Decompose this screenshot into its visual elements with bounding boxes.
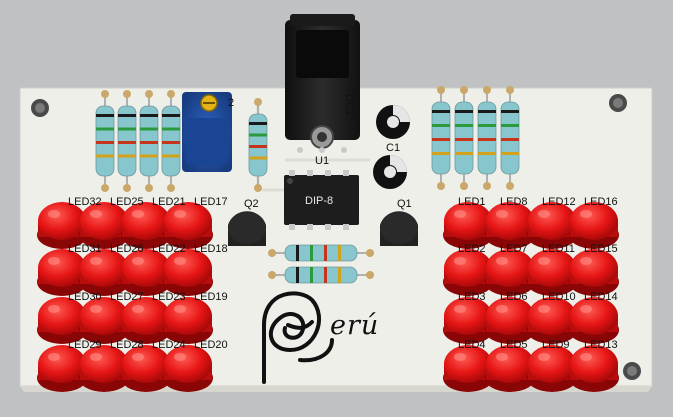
led-led28 <box>79 345 129 392</box>
resistor-left-4 <box>161 90 181 192</box>
led-label-led31: LED31 <box>68 243 102 255</box>
led-label-led17: LED17 <box>194 196 228 208</box>
led-led22 <box>121 249 171 296</box>
led-array <box>37 202 619 392</box>
led-label-led26: LED26 <box>110 243 144 255</box>
led-led7 <box>485 249 535 296</box>
regulator-label: U1 <box>315 155 330 167</box>
led-label-led29: LED29 <box>68 339 102 351</box>
led-led17 <box>163 202 213 249</box>
transistor-q2-icon <box>228 211 266 246</box>
capacitor-label: C1 <box>386 142 401 154</box>
led-led21 <box>121 202 171 249</box>
led-led19 <box>163 297 213 344</box>
led-label-led24: LED24 <box>152 339 186 351</box>
led-label-led32: LED32 <box>68 196 102 208</box>
led-led2 <box>443 249 493 296</box>
led-label-led4: LED4 <box>458 339 486 351</box>
led-label-led19: LED19 <box>194 291 228 303</box>
logo-text: erú <box>330 310 380 341</box>
dc-jack-icon <box>285 14 360 149</box>
led-label-led27: LED27 <box>110 291 144 303</box>
led-led6 <box>485 297 535 344</box>
led-led8 <box>485 202 535 249</box>
led-led9 <box>527 345 577 392</box>
resistor-left-1 <box>95 90 115 192</box>
led-label-led28: LED28 <box>110 339 144 351</box>
transistor-q1-icon <box>380 211 418 246</box>
led-label-led20: LED20 <box>194 339 228 351</box>
led-label-led7: LED7 <box>500 243 528 255</box>
led-label-led3: LED3 <box>458 291 486 303</box>
led-label-led2: LED2 <box>458 243 486 255</box>
resistor-right-3 <box>477 86 497 190</box>
resistor-right-1 <box>431 86 451 190</box>
led-led32 <box>37 202 87 249</box>
resistor-left-2 <box>117 90 137 192</box>
led-label-led6: LED6 <box>500 291 528 303</box>
led-led31 <box>37 249 87 296</box>
resistor-pot <box>248 98 268 192</box>
led-label-led10: LED10 <box>542 291 576 303</box>
led-led18 <box>163 249 213 296</box>
led-label-led30: LED30 <box>68 291 102 303</box>
resistor-group <box>95 86 520 284</box>
led-led12 <box>527 202 577 249</box>
led-led25 <box>79 202 129 249</box>
led-led23 <box>121 297 171 344</box>
led-label-led25: LED25 <box>110 196 144 208</box>
transistor-q1-label: Q1 <box>397 198 412 210</box>
led-led29 <box>37 345 87 392</box>
led-label-led15: LED15 <box>584 243 618 255</box>
led-led4 <box>443 345 493 392</box>
led-led15 <box>569 249 619 296</box>
led-led30 <box>37 297 87 344</box>
led-label-led18: LED18 <box>194 243 228 255</box>
led-led24 <box>121 345 171 392</box>
resistor-center-1 <box>268 244 374 262</box>
resistor-left-3 <box>139 90 159 192</box>
led-label-led13: LED13 <box>584 339 618 351</box>
dc-jack-label: DC1 <box>343 94 355 117</box>
potentiometer-icon <box>182 92 232 172</box>
transistor-q2-label: Q2 <box>244 198 259 210</box>
capacitor-icon <box>373 105 410 189</box>
led-label-led22: LED22 <box>152 243 186 255</box>
led-label-led14: LED14 <box>584 291 618 303</box>
led-led13 <box>569 345 619 392</box>
regulator-pads <box>297 147 347 153</box>
led-label-led1: LED1 <box>458 196 486 208</box>
led-label-led9: LED9 <box>542 339 570 351</box>
resistor-right-4 <box>500 86 520 190</box>
mounting-holes <box>31 94 641 380</box>
chip-label: DIP-8 <box>305 195 334 207</box>
spiral-logo-icon <box>262 291 334 384</box>
led-label-led12: LED12 <box>542 196 576 208</box>
dip8-chip-icon <box>284 170 359 230</box>
led-label-led21: LED21 <box>152 196 186 208</box>
led-led26 <box>79 249 129 296</box>
led-led27 <box>79 297 129 344</box>
led-led3 <box>443 297 493 344</box>
led-label-led16: LED16 <box>584 196 618 208</box>
led-label-led8: LED8 <box>500 196 528 208</box>
led-led14 <box>569 297 619 344</box>
resistor-center-2 <box>268 266 374 284</box>
led-led5 <box>485 345 535 392</box>
resistor-right-2 <box>454 86 474 190</box>
led-label-led5: LED5 <box>500 339 528 351</box>
led-led11 <box>527 249 577 296</box>
led-label-led11: LED11 <box>542 243 575 255</box>
led-label-led23: LED23 <box>152 291 186 303</box>
led-led10 <box>527 297 577 344</box>
potentiometer-label: 2 <box>228 97 235 109</box>
led-led16 <box>569 202 619 249</box>
led-led20 <box>163 345 213 392</box>
led-led1 <box>443 202 493 249</box>
